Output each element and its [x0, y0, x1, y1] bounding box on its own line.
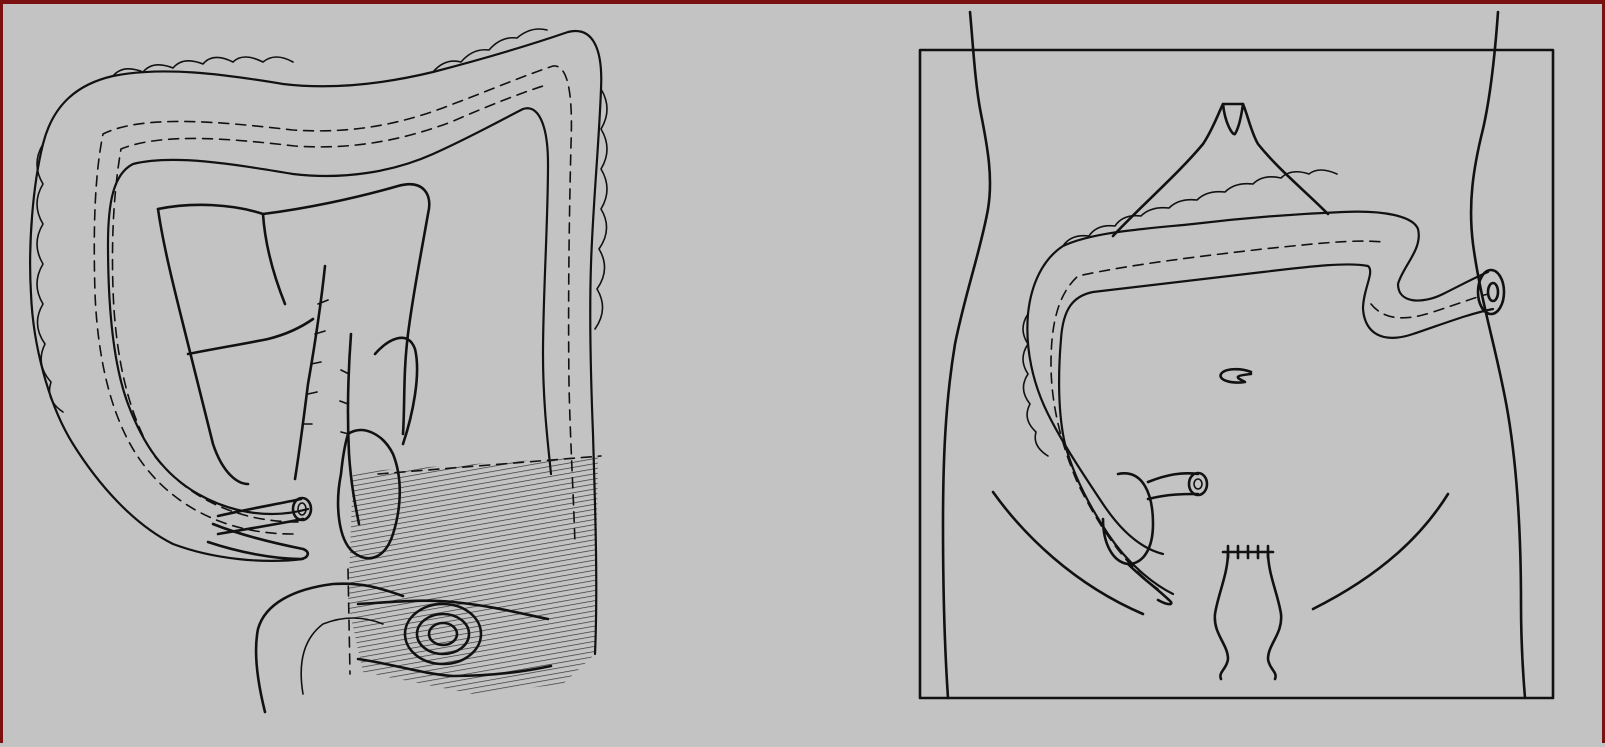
ileum-stump-lumen — [1189, 473, 1207, 495]
torso-right-contour — [1471, 12, 1525, 698]
mesentery-inner — [263, 214, 285, 304]
residual-colon-lumen — [1051, 241, 1488, 589]
right-panel — [920, 12, 1553, 698]
residual-colon-haustra — [1023, 170, 1337, 456]
rib-cage — [1113, 104, 1328, 236]
cecum — [1103, 473, 1153, 564]
colostomy-stoma-lumen — [1488, 283, 1498, 301]
resected-region — [348, 456, 598, 694]
appendix-tail — [1128, 564, 1171, 604]
vessel-left-branches — [303, 300, 328, 424]
rectal-stump — [1215, 552, 1281, 679]
colon-inner-wall — [108, 108, 551, 514]
sigmoid-tube — [375, 338, 417, 444]
appendix — [208, 524, 308, 559]
figure-canvas — [3, 4, 1605, 747]
torso-left-contour — [943, 12, 990, 698]
rectal-stump-suture — [1223, 546, 1273, 558]
residual-colon-outer — [1027, 212, 1488, 554]
left-panel — [30, 29, 607, 712]
navel — [1221, 369, 1251, 382]
mesentery-outline — [158, 184, 429, 434]
inguinal-line-right — [1313, 494, 1448, 609]
xiphoid-notch — [1223, 104, 1243, 134]
torso-frame — [920, 50, 1553, 698]
stump-left-tube — [218, 499, 303, 534]
vessel-left — [295, 266, 325, 479]
mesentery-divider — [188, 319, 313, 354]
ileum-stump-lumen-inner — [1194, 479, 1202, 489]
